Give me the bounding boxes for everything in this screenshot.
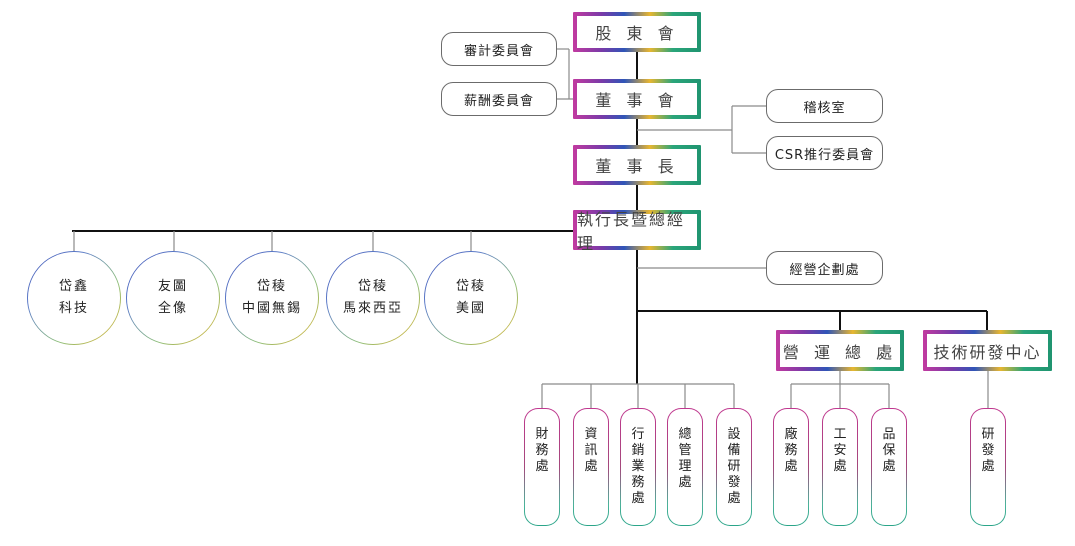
department-label: 設備研發處	[717, 409, 751, 525]
shareholders-label: 股 東 會	[577, 16, 697, 48]
department-label: 研發處	[971, 409, 1005, 525]
department-pill: 總管理處	[667, 408, 703, 526]
department-label: 廠務處	[774, 409, 808, 525]
rd-center-box: 技術研發中心	[923, 330, 1052, 371]
department-pill: 品保處	[871, 408, 907, 526]
chairman-label: 董 事 長	[577, 149, 697, 181]
subsidiary-name: 岱稜	[357, 279, 388, 294]
subsidiary-circle: 友圖全像	[126, 251, 220, 345]
rd-center-label: 技術研發中心	[927, 334, 1048, 367]
subsidiary-detail: 美國	[455, 301, 486, 316]
department-pill: 資訊處	[573, 408, 609, 526]
chairman-box: 董 事 長	[573, 145, 701, 185]
planning-office-box: 經營企劃處	[766, 251, 883, 285]
department-pill: 廠務處	[773, 408, 809, 526]
subsidiary-name: 岱鑫	[58, 279, 89, 294]
board-label: 董 事 會	[577, 83, 697, 115]
department-label: 品保處	[872, 409, 906, 525]
subsidiary-name: 岱稜	[256, 279, 287, 294]
audit-office-box: 稽核室	[766, 89, 883, 123]
subsidiary-circle: 岱鑫科技	[27, 251, 121, 345]
audit-committee-box: 審計委員會	[441, 32, 557, 66]
operations-division-box: 營 運 總 處	[776, 330, 904, 371]
remuneration-committee-box: 薪酬委員會	[441, 82, 557, 116]
subsidiary-circle: 岱稜馬來西亞	[326, 251, 420, 345]
department-label: 資訊處	[574, 409, 608, 525]
department-label: 財務處	[525, 409, 559, 525]
department-label: 行銷業務處	[621, 409, 655, 525]
subsidiary-circle: 岱稜中國無錫	[225, 251, 319, 345]
subsidiary-detail: 科技	[58, 301, 89, 316]
subsidiary-detail: 中國無錫	[241, 301, 302, 316]
department-pill: 財務處	[524, 408, 560, 526]
department-label: 總管理處	[668, 409, 702, 525]
subsidiary-detail: 馬來西亞	[342, 301, 403, 316]
subsidiary-detail: 全像	[157, 301, 188, 316]
subsidiary-name: 友圖	[157, 279, 188, 294]
csr-committee-box: CSR推行委員會	[766, 136, 883, 170]
operations-division-label: 營 運 總 處	[780, 334, 900, 367]
department-label: 工安處	[823, 409, 857, 525]
department-pill: 行銷業務處	[620, 408, 656, 526]
subsidiary-name: 岱稜	[455, 279, 486, 294]
department-pill: 工安處	[822, 408, 858, 526]
shareholders-box: 股 東 會	[573, 12, 701, 52]
board-box: 董 事 會	[573, 79, 701, 119]
subsidiary-circle: 岱稜美國	[424, 251, 518, 345]
ceo-label: 執行長暨總經理	[577, 210, 697, 253]
ceo-box: 執行長暨總經理	[573, 210, 701, 253]
department-pill: 研發處	[970, 408, 1006, 526]
department-pill: 設備研發處	[716, 408, 752, 526]
